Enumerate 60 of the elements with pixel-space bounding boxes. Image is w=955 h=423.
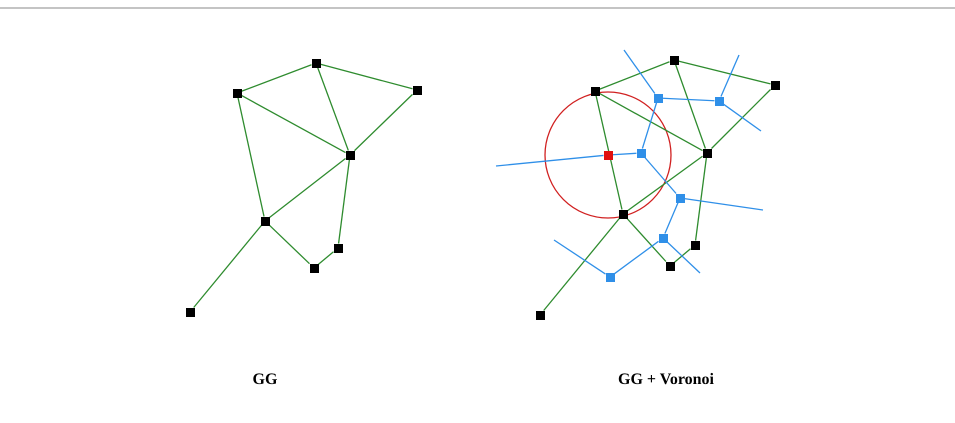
point-marker [536, 310, 544, 320]
graph-edge [599, 92, 703, 152]
graph-edge [678, 60, 771, 85]
graph-edge [354, 94, 413, 152]
graph-edge [543, 218, 620, 311]
point-marker [654, 94, 662, 102]
point-marker [666, 262, 674, 270]
graph-edge [237, 97, 265, 217]
graph-edge [269, 224, 310, 264]
graph-edge [320, 64, 413, 90]
point-marker [260, 216, 270, 226]
point-marker [590, 86, 600, 96]
graph-edge [720, 54, 740, 97]
graph-edge [241, 94, 346, 154]
graph-edge [662, 98, 715, 102]
point-marker [636, 148, 646, 158]
point-marker [346, 150, 354, 160]
graph-edge [614, 240, 659, 274]
point-marker [670, 56, 678, 64]
point-marker [676, 194, 684, 202]
point-marker [658, 234, 668, 242]
graph-edge [684, 198, 764, 211]
graph-edge [317, 67, 349, 151]
graph-edge [241, 64, 312, 92]
graph-edge [711, 89, 771, 149]
point-marker [690, 240, 700, 250]
graph-edge [496, 154, 604, 167]
point-marker [186, 308, 194, 316]
point-marker [232, 88, 242, 98]
graph-edge [626, 218, 666, 262]
graph-edge [667, 242, 700, 274]
graph-edge [694, 157, 708, 241]
point-marker [770, 80, 780, 90]
graph-edge [193, 225, 262, 308]
point-marker [618, 210, 628, 218]
point-marker [312, 58, 320, 68]
graph-edge [623, 50, 656, 94]
graph-edge [599, 61, 670, 90]
point-marker [334, 244, 342, 252]
point-marker [412, 86, 422, 94]
graph-edge [674, 248, 691, 263]
panel-caption: GG [252, 371, 278, 389]
graph-edge [612, 152, 637, 156]
graph-edge [642, 102, 658, 149]
graph-edge [723, 104, 762, 132]
point-marker [606, 272, 614, 282]
point-marker [604, 150, 612, 160]
graph-edge [338, 159, 350, 244]
graph-edge [644, 157, 677, 194]
graph-edge [554, 239, 606, 275]
point-marker [702, 148, 712, 158]
point-marker [310, 264, 318, 272]
graph-edge [627, 156, 703, 212]
graph-edge [674, 64, 706, 149]
point-marker [714, 96, 724, 106]
graph-edge [318, 251, 334, 265]
graph-edge [269, 158, 346, 218]
panel-caption: GG + Voronoi [618, 371, 714, 389]
graph-edge [664, 202, 679, 234]
graph-edge [595, 95, 623, 210]
